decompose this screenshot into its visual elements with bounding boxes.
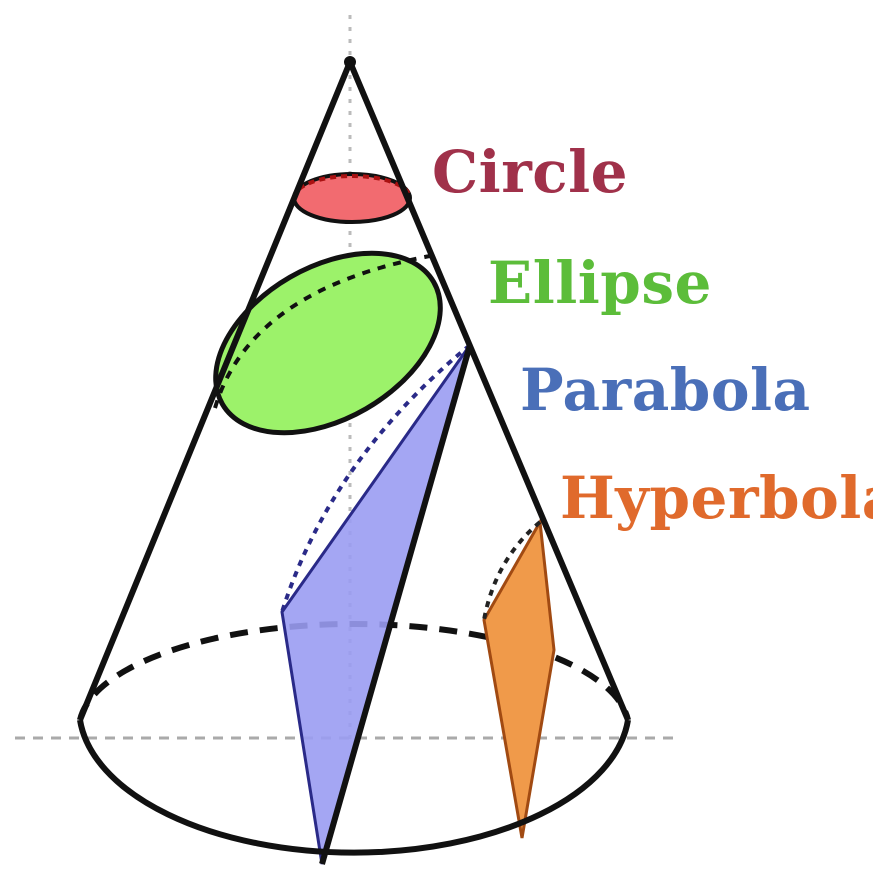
label-ellipse: Ellipse — [488, 249, 712, 317]
hyperbola-section — [482, 517, 556, 839]
label-parabola: Parabola — [520, 356, 811, 424]
cone-base-front — [77, 719, 631, 856]
ellipse-section — [213, 250, 443, 436]
cone-left-side — [77, 60, 353, 722]
parabola-front-edge — [319, 344, 473, 865]
cone-right-side — [347, 60, 631, 722]
hyperbola-back-edge — [482, 520, 542, 621]
parabola-back-edge — [280, 343, 472, 613]
label-circle: Circle — [432, 138, 628, 206]
label-hyperbola: Hyperbola — [560, 464, 873, 532]
cone-apex — [344, 56, 356, 68]
